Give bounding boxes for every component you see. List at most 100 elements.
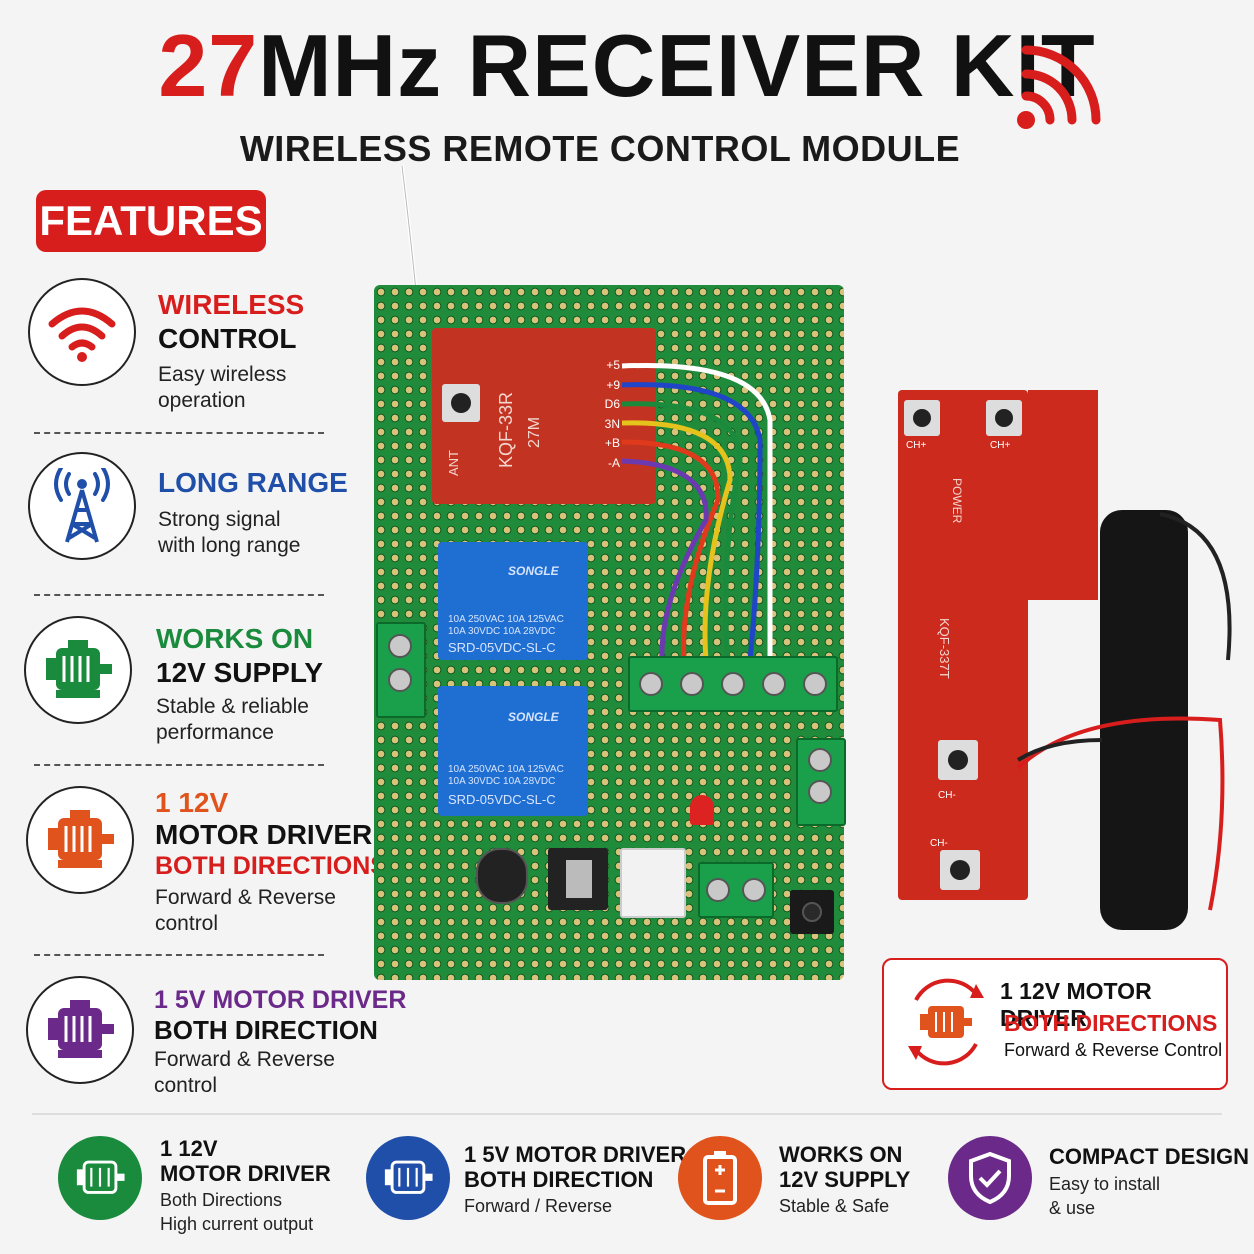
feature-range-circle <box>28 452 136 560</box>
relay-rating: 10A 250VAC 10A 125VAC <box>448 614 564 625</box>
screw <box>388 668 412 692</box>
callout-line2: BOTH DIRECTIONS <box>1004 1010 1218 1036</box>
jst-connector <box>620 848 686 918</box>
relay-brand: SONGLE <box>508 564 559 578</box>
feature-wifi-circle <box>28 278 136 386</box>
remote-button <box>940 850 980 890</box>
button-label: CH+ <box>906 440 927 451</box>
feature-1-desc2: operation <box>158 389 246 412</box>
feature-3-desc2: performance <box>156 721 274 744</box>
feature-motor5-circle <box>26 976 134 1084</box>
pin-label: -A <box>608 455 620 470</box>
feature-5-line2: BOTH DIRECTION <box>154 1015 378 1045</box>
feature-4-desc1: Forward & Reverse <box>155 886 336 909</box>
bottom-3-title1: WORKS ON <box>779 1142 903 1167</box>
remote-button <box>904 400 940 436</box>
relay-model: SRD-05VDC-SL-C <box>448 640 556 655</box>
feature-2-desc1: Strong signal <box>158 508 281 531</box>
reversible-motor-icon <box>908 978 984 1066</box>
feature-4-desc2: control <box>155 912 219 935</box>
divider <box>34 594 324 596</box>
bottom-motor12-circle <box>58 1136 142 1220</box>
screw <box>706 878 730 902</box>
page-title: 27MHz RECEIVER KIT <box>0 22 1254 110</box>
screw <box>638 672 663 696</box>
bottom-1-desc2: High current output <box>160 1214 314 1234</box>
relay-brand: SONGLE <box>508 710 559 724</box>
wifi-icon <box>48 307 116 362</box>
screw <box>803 672 828 696</box>
shield-check-icon <box>969 1152 1011 1204</box>
bottom-1-title1: 1 12V <box>160 1136 218 1161</box>
bottom-2-desc1: Forward / Reverse <box>464 1196 613 1216</box>
terminal-block-power <box>698 862 774 918</box>
regulator <box>548 848 608 910</box>
divider <box>34 764 324 766</box>
feature-2-desc2: with long range <box>158 534 301 557</box>
feature-1-desc1: Easy wireless <box>158 363 287 386</box>
feature-5-desc1: Forward & Reverse <box>154 1048 335 1071</box>
motor-icon <box>76 1160 125 1194</box>
button-label: CH- <box>930 838 948 849</box>
feature-1-line2: CONTROL <box>158 323 297 354</box>
relay-rating: 10A 30VDC 10A 28VDC <box>448 626 556 637</box>
connection-wires <box>621 362 773 661</box>
remote-edge <box>1028 390 1098 600</box>
remote-button <box>938 740 978 780</box>
bottom-shield-circle <box>948 1136 1032 1220</box>
feature-3-line2: 12V SUPPLY <box>156 657 324 688</box>
bottom-3-title2: 12V SUPPLY <box>779 1167 911 1192</box>
battery-icon <box>703 1151 737 1205</box>
bottom-1-desc1: Both Directions <box>160 1190 283 1210</box>
divider <box>34 432 324 434</box>
module-model: KQF-33R <box>496 391 516 468</box>
terminal-block-left <box>376 622 426 718</box>
screw <box>808 780 832 804</box>
battery-wires <box>1016 512 1232 911</box>
motor-icon <box>46 640 112 698</box>
bottom-4-desc1: Easy to install <box>1049 1174 1161 1194</box>
remote-button <box>986 400 1022 436</box>
divider <box>34 954 324 956</box>
bottom-4-desc2: & use <box>1049 1198 1096 1218</box>
feature-5-desc2: control <box>154 1074 218 1097</box>
pin-label: 3N <box>604 416 620 431</box>
feature-4-line3: BOTH DIRECTIONS <box>155 852 387 880</box>
button-label: CH- <box>938 790 956 801</box>
remote-model: KQF-337T <box>937 618 952 679</box>
feature-3-line1: WORKS ON <box>156 623 314 654</box>
feature-3-desc1: Stable & reliable <box>156 695 309 718</box>
pin-label: +5 <box>606 358 620 372</box>
power-label: POWER <box>950 478 964 524</box>
module-freq: 27M <box>526 416 543 448</box>
screw <box>388 634 412 658</box>
bottom-motor5-circle <box>366 1136 450 1220</box>
bottom-2-title2: BOTH DIRECTION <box>464 1167 654 1192</box>
screw <box>679 672 704 696</box>
feature-motor12-circle <box>26 786 134 894</box>
feature-1-line1: WIRELESS <box>158 289 305 320</box>
antenna-tower-icon <box>54 468 110 543</box>
screw <box>762 672 787 696</box>
motor-icon <box>48 1000 114 1058</box>
bottom-1-title2: MOTOR DRIVER <box>160 1161 331 1186</box>
callout-box: 1 12V MOTOR DRIVER BOTH DIRECTIONS Forwa… <box>882 958 1228 1090</box>
feature-12v-circle <box>24 616 132 724</box>
led <box>690 795 714 825</box>
ant-label: ANT <box>446 450 461 476</box>
bottom-divider <box>32 1113 1222 1115</box>
pin-label: +B <box>604 436 620 450</box>
bottom-2-title1: 1 5V MOTOR DRIVER <box>464 1142 687 1167</box>
screw <box>742 878 766 902</box>
button-label: CH+ <box>990 440 1011 451</box>
bottom-4-title1: COMPACT DESIGN <box>1049 1144 1250 1169</box>
bottom-battery-circle <box>678 1136 762 1220</box>
relay-1: SONGLE 10A 250VAC 10A 125VAC 10A 30VDC 1… <box>438 542 588 660</box>
title-rest: MHz RECEIVER KIT <box>258 16 1096 115</box>
screw <box>808 748 832 772</box>
relay-2: SONGLE 10A 250VAC 10A 125VAC 10A 30VDC 1… <box>438 686 588 816</box>
push-button <box>790 890 834 934</box>
remote-transmitter: CH+ CH+ POWER KQF-337T CH- CH- <box>898 390 1028 900</box>
features-badge: FEATURES <box>36 190 266 252</box>
pin-label: +9 <box>606 377 620 392</box>
